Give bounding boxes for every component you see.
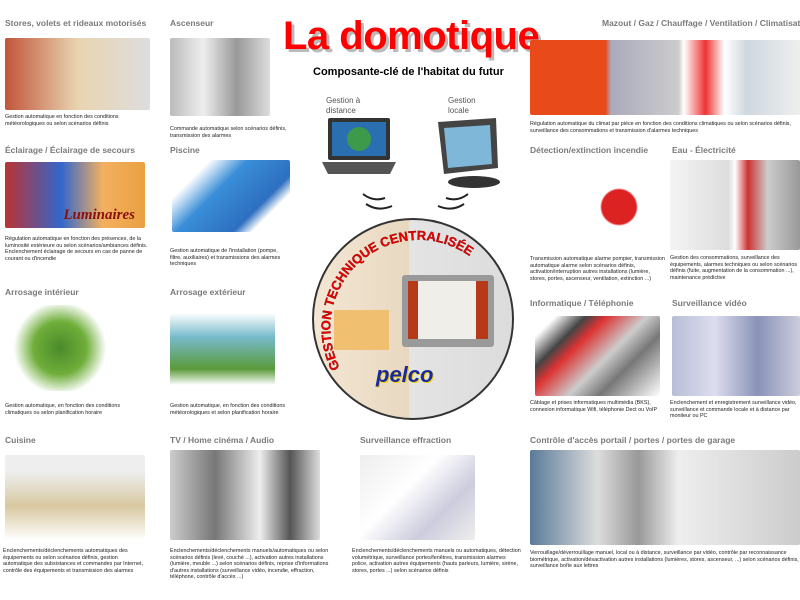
touch-panel-icon: [438, 118, 500, 188]
section-description: Enclenchement et enregistrement surveill…: [670, 400, 797, 420]
section-image: [170, 38, 270, 116]
section-description: Gestion automatique, en fonction des con…: [170, 403, 286, 416]
section-title: Ascenseur: [170, 18, 214, 28]
section-description: Transmission automatique alarme pompier,…: [530, 256, 665, 282]
section-description: Commande automatique selon scénarios déf…: [170, 126, 287, 139]
section-description: Enclenchements/déclenchements automatiqu…: [3, 548, 143, 574]
central-management-circle: pelco: [312, 218, 514, 420]
section-title: Arrosage extérieur: [170, 287, 246, 297]
section-title: Eau - Électricité: [672, 145, 736, 155]
section-description: Gestion automatique, en fonction des con…: [5, 403, 121, 416]
section-description: Enclenchements/déclenchements manuels ou…: [352, 548, 521, 574]
room-image: [334, 310, 389, 350]
section-image: [172, 160, 290, 232]
section-image: Luminaires: [5, 162, 145, 228]
svg-text:GESTION TECHNIQUE CENTRALISÉE: GESTION TECHNIQUE CENTRALISÉE: [318, 228, 476, 373]
remote-management-label: Gestion à distance: [326, 96, 361, 115]
section-image: [670, 160, 800, 250]
section-description: Verrouillage/déverrouillage manuel, loca…: [530, 550, 799, 570]
section-image: [530, 40, 800, 115]
section-image: [10, 305, 110, 391]
section-title: Informatique / Téléphonie: [530, 298, 634, 308]
section-description: Gestion automatique en fonction des cond…: [5, 114, 119, 127]
image-caption: Luminaires: [63, 207, 135, 223]
section-title: Surveillance effraction: [360, 435, 452, 445]
section-title: Arrosage intérieur: [5, 287, 79, 297]
section-description: Gestion automatique de l'installation (p…: [170, 248, 281, 268]
section-image: [535, 163, 640, 251]
ring-text: GESTION TECHNIQUE CENTRALISÉE: [318, 228, 477, 374]
local-management-label: Gestion locale: [448, 96, 476, 115]
section-description: Enclenchements/déclenchements manuels/au…: [170, 548, 329, 581]
section-image: [170, 305, 275, 385]
section-title: Contrôle d'accès portail / portes / port…: [530, 435, 736, 445]
page-subtitle: Composante-clé de l'habitat du futur: [313, 66, 504, 78]
section-title: Détection/extinction incendie: [530, 145, 649, 155]
section-image: [672, 316, 800, 396]
section-image: [170, 450, 320, 540]
laptop-icon: [322, 118, 396, 174]
page-title: La domotique: [283, 14, 540, 58]
section-image: [535, 316, 660, 396]
section-image: [360, 455, 475, 540]
section-image: [5, 455, 145, 540]
section-description: Régulation automatique du climat par piè…: [530, 121, 792, 134]
section-title: Éclairage / Éclairage de secours: [5, 145, 135, 155]
pelco-logo: pelco: [376, 362, 434, 387]
devices-illustration: [322, 118, 500, 210]
section-title: Piscine: [170, 145, 200, 155]
section-title: Mazout / Gaz / Chauffage / Ventilation /…: [602, 18, 800, 28]
touch-screen-image: [402, 275, 494, 347]
section-image: [530, 450, 800, 545]
section-title: Surveillance vidéo: [672, 298, 747, 308]
section-title: TV / Home cinéma / Audio: [170, 435, 275, 445]
section-description: Câblage et prises informatiques multiméd…: [530, 400, 658, 413]
section-title: Cuisine: [5, 435, 36, 445]
wireless-waves-icon: [362, 193, 469, 210]
section-title: Stores, volets et rideaux motorisés: [5, 18, 147, 28]
section-image: [5, 38, 150, 110]
section-description: Gestion des consommations, surveillance …: [670, 255, 798, 281]
section-description: Régulation automatique en fonction des p…: [5, 236, 148, 262]
